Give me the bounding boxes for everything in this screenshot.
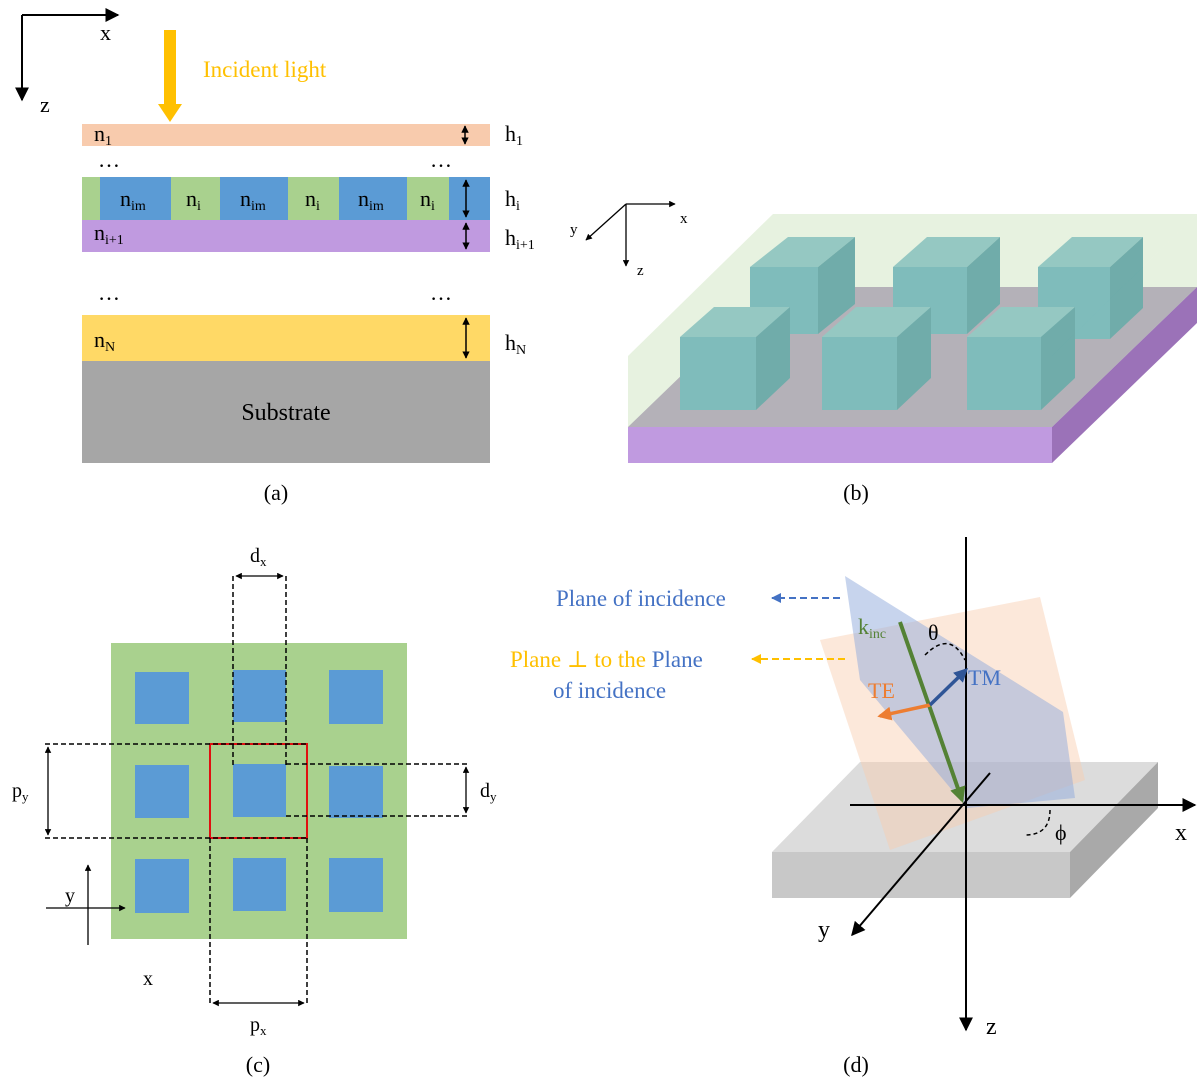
te-arrow: [877, 703, 931, 721]
unit-cell-outline: [209, 743, 308, 839]
cube-front-2: [822, 307, 931, 410]
nim-label-3: nim: [358, 186, 384, 214]
substrate: [82, 361, 490, 463]
ni-label-2: ni: [305, 186, 320, 214]
caption-c: (c): [246, 1052, 270, 1077]
panel-a: x z Incident light n1 h1 … … nim ni nim …: [15, 8, 535, 505]
caption-a: (a): [264, 480, 288, 505]
panel-d-y-label: y: [818, 917, 830, 943]
cube-front-1: [680, 307, 790, 410]
panel-a-axes: x z: [15, 8, 120, 117]
tm-arrow: [928, 668, 969, 707]
cube-front-3: [967, 307, 1075, 410]
incident-light-label: Incident light: [203, 57, 327, 82]
panel-b-z-label: z: [637, 263, 644, 279]
dimension-guides: [45, 576, 470, 1005]
grating-squares: [135, 670, 383, 913]
h1-label: h1: [505, 121, 523, 149]
perpendicular-plane-label-line1: Plane ⊥ to the Plane: [510, 647, 703, 672]
base-slab-front: [772, 852, 1070, 898]
nim-label-2: nim: [240, 186, 266, 214]
grating-layer-i: [82, 177, 490, 220]
ni-label-3: ni: [420, 186, 435, 214]
base-slab-side: [1070, 762, 1158, 898]
theta-arc: [924, 643, 966, 661]
panel-c-y-label: y: [65, 885, 75, 907]
plane-of-incidence-label: Plane of incidence: [556, 586, 726, 611]
panel-d-x-label: x: [1175, 820, 1187, 846]
panel-b-y-label: y: [570, 222, 578, 238]
layer-i-plus-1: [82, 220, 490, 252]
k-inc-arrow: [898, 621, 966, 804]
dots-left-2: …: [98, 280, 120, 305]
green-layer-box: [628, 214, 1197, 427]
dots-right-2: …: [430, 280, 452, 305]
slab-side: [1052, 287, 1197, 463]
dots-left-1: …: [98, 147, 120, 172]
ni1-label: ni+1: [94, 220, 124, 248]
panel-b: x y z: [570, 200, 1197, 505]
slab-front: [628, 427, 1052, 463]
px-label: px: [250, 1014, 267, 1038]
layer-N: [82, 315, 490, 361]
hi1-label: hi+1: [505, 225, 535, 253]
panel-d-y-axis: [851, 772, 991, 937]
hi-label: hi: [505, 186, 520, 214]
panel-a-z-label: z: [40, 92, 50, 117]
caption-b: (b): [843, 480, 869, 505]
panel-d: Plane of incidence Plane ⊥ to the Plane …: [510, 537, 1197, 1077]
theta-label: θ: [928, 620, 939, 645]
perpendicular-plane-label-line2: of incidence: [553, 678, 666, 703]
py-label: py: [12, 780, 29, 804]
nim-label-1: nim: [120, 186, 146, 214]
caption-d: (d): [843, 1052, 869, 1077]
panel-c-axes: x y: [46, 864, 153, 990]
layer-1-label: n1: [94, 121, 112, 149]
dx-label: dx: [250, 545, 267, 569]
panel-d-z-label: z: [986, 1014, 997, 1040]
hN-label: hN: [505, 330, 526, 358]
panel-b-axes: x y z: [570, 200, 688, 279]
incident-light-arrow: [158, 30, 182, 122]
dy-label: dy: [480, 780, 497, 804]
te-label: TE: [868, 678, 895, 703]
layer-1: [82, 124, 490, 146]
panel-c-x-label: x: [143, 968, 153, 990]
ni-label-1: ni: [186, 186, 201, 214]
nN-label: nN: [94, 327, 115, 355]
dots-right-1: …: [430, 147, 452, 172]
panel-a-x-label: x: [100, 20, 111, 45]
substrate-label: Substrate: [241, 400, 330, 426]
phi-arc: [1024, 809, 1051, 836]
panel-b-x-label: x: [680, 211, 688, 227]
panel-c: dx dy py px x y (c): [12, 545, 497, 1077]
tm-label: TM: [968, 665, 1001, 690]
phi-label: ϕ: [1055, 820, 1067, 845]
k-inc-label: kinc: [858, 614, 886, 642]
